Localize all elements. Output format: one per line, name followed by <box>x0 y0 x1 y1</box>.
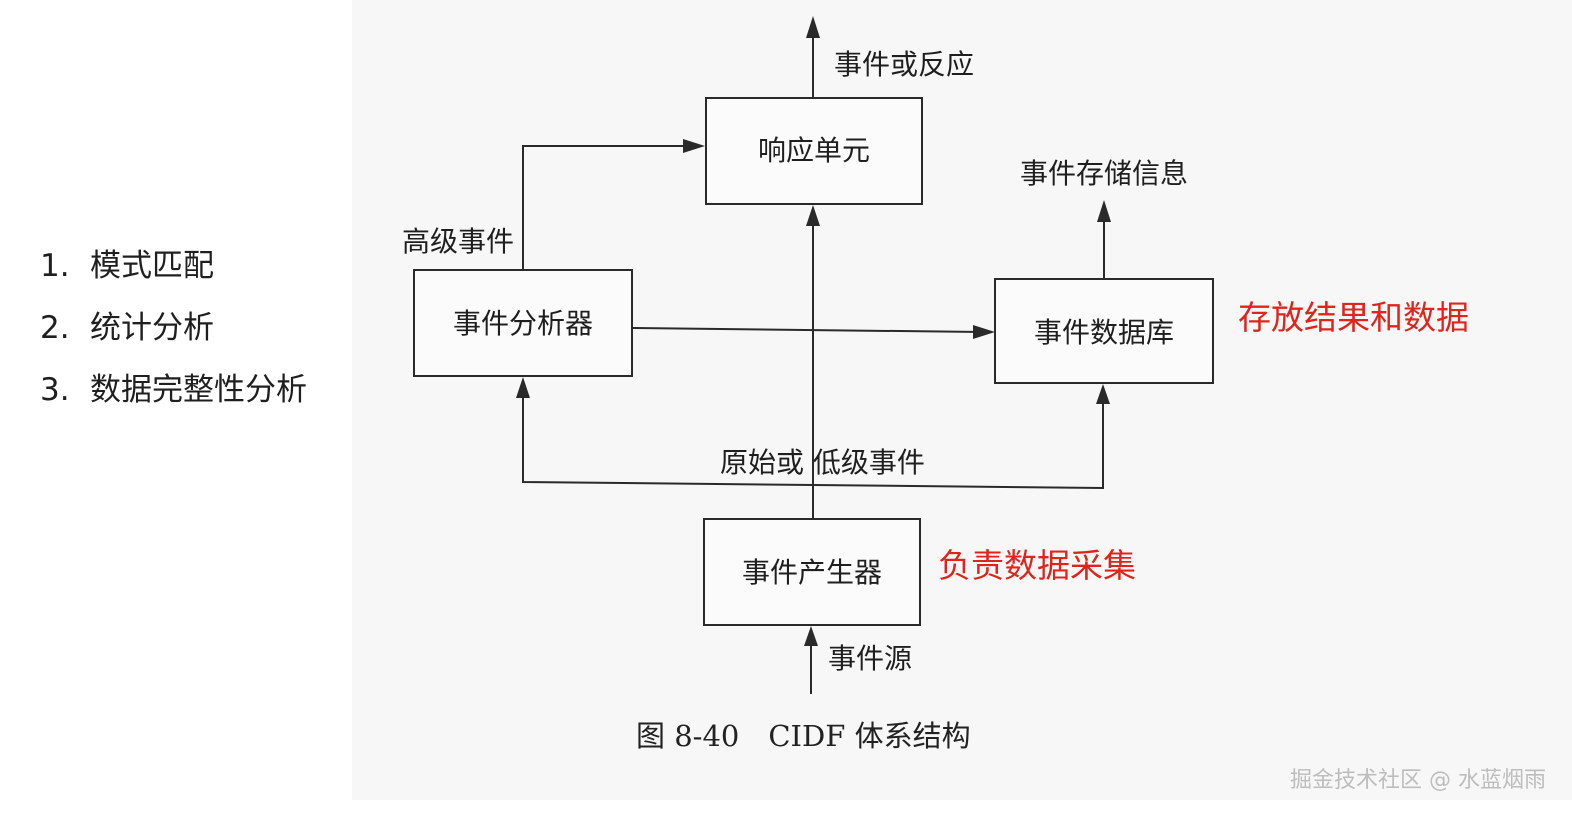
list-item: 2.统计分析 <box>40 310 214 346</box>
raw-or-low-level-event-label: 原始或 低级事件 <box>720 446 925 479</box>
event-database-label: 事件数据库 <box>1034 316 1174 349</box>
high-level-event-label: 高级事件 <box>402 225 514 258</box>
arrow-right-icon <box>683 139 705 153</box>
list-item: 1.模式匹配 <box>40 248 214 284</box>
scanned-figure-background <box>352 0 1572 800</box>
arrow-up-icon <box>516 377 530 398</box>
event-source-label: 事件源 <box>828 642 912 675</box>
arrow-up-icon <box>1097 200 1111 222</box>
arrow-up-icon <box>806 16 820 38</box>
arrow-up-icon <box>1096 384 1110 404</box>
watermark: 掘金技术社区 @ 水蓝烟雨 <box>1290 768 1546 793</box>
event-or-response-label: 事件或反应 <box>834 48 974 81</box>
response-unit-box <box>705 97 923 205</box>
response-unit-label: 响应单元 <box>758 134 870 167</box>
arrow-up-icon <box>806 205 820 226</box>
arrow-up-icon <box>804 626 818 646</box>
high-level-event-line <box>522 145 693 270</box>
event-generator-label: 事件产生器 <box>742 556 882 589</box>
event-analyzer-box <box>413 269 633 377</box>
analyzer-to-database-line <box>631 327 983 333</box>
event-storage-info-label: 事件存储信息 <box>1020 157 1188 190</box>
raw-event-bus-line <box>522 394 1104 490</box>
event-analyzer-label: 事件分析器 <box>453 307 593 340</box>
list-item: 3.数据完整性分析 <box>40 372 307 408</box>
arrow-right-icon <box>973 325 995 339</box>
figure-caption: 图 8-40 CIDF 体系结构 <box>636 719 971 753</box>
analysis-methods-list: 1.模式匹配 2.统计分析 3.数据完整性分析 <box>40 240 307 426</box>
store-results-annotation: 存放结果和数据 <box>1238 298 1469 337</box>
collect-data-annotation: 负责数据采集 <box>938 546 1136 585</box>
